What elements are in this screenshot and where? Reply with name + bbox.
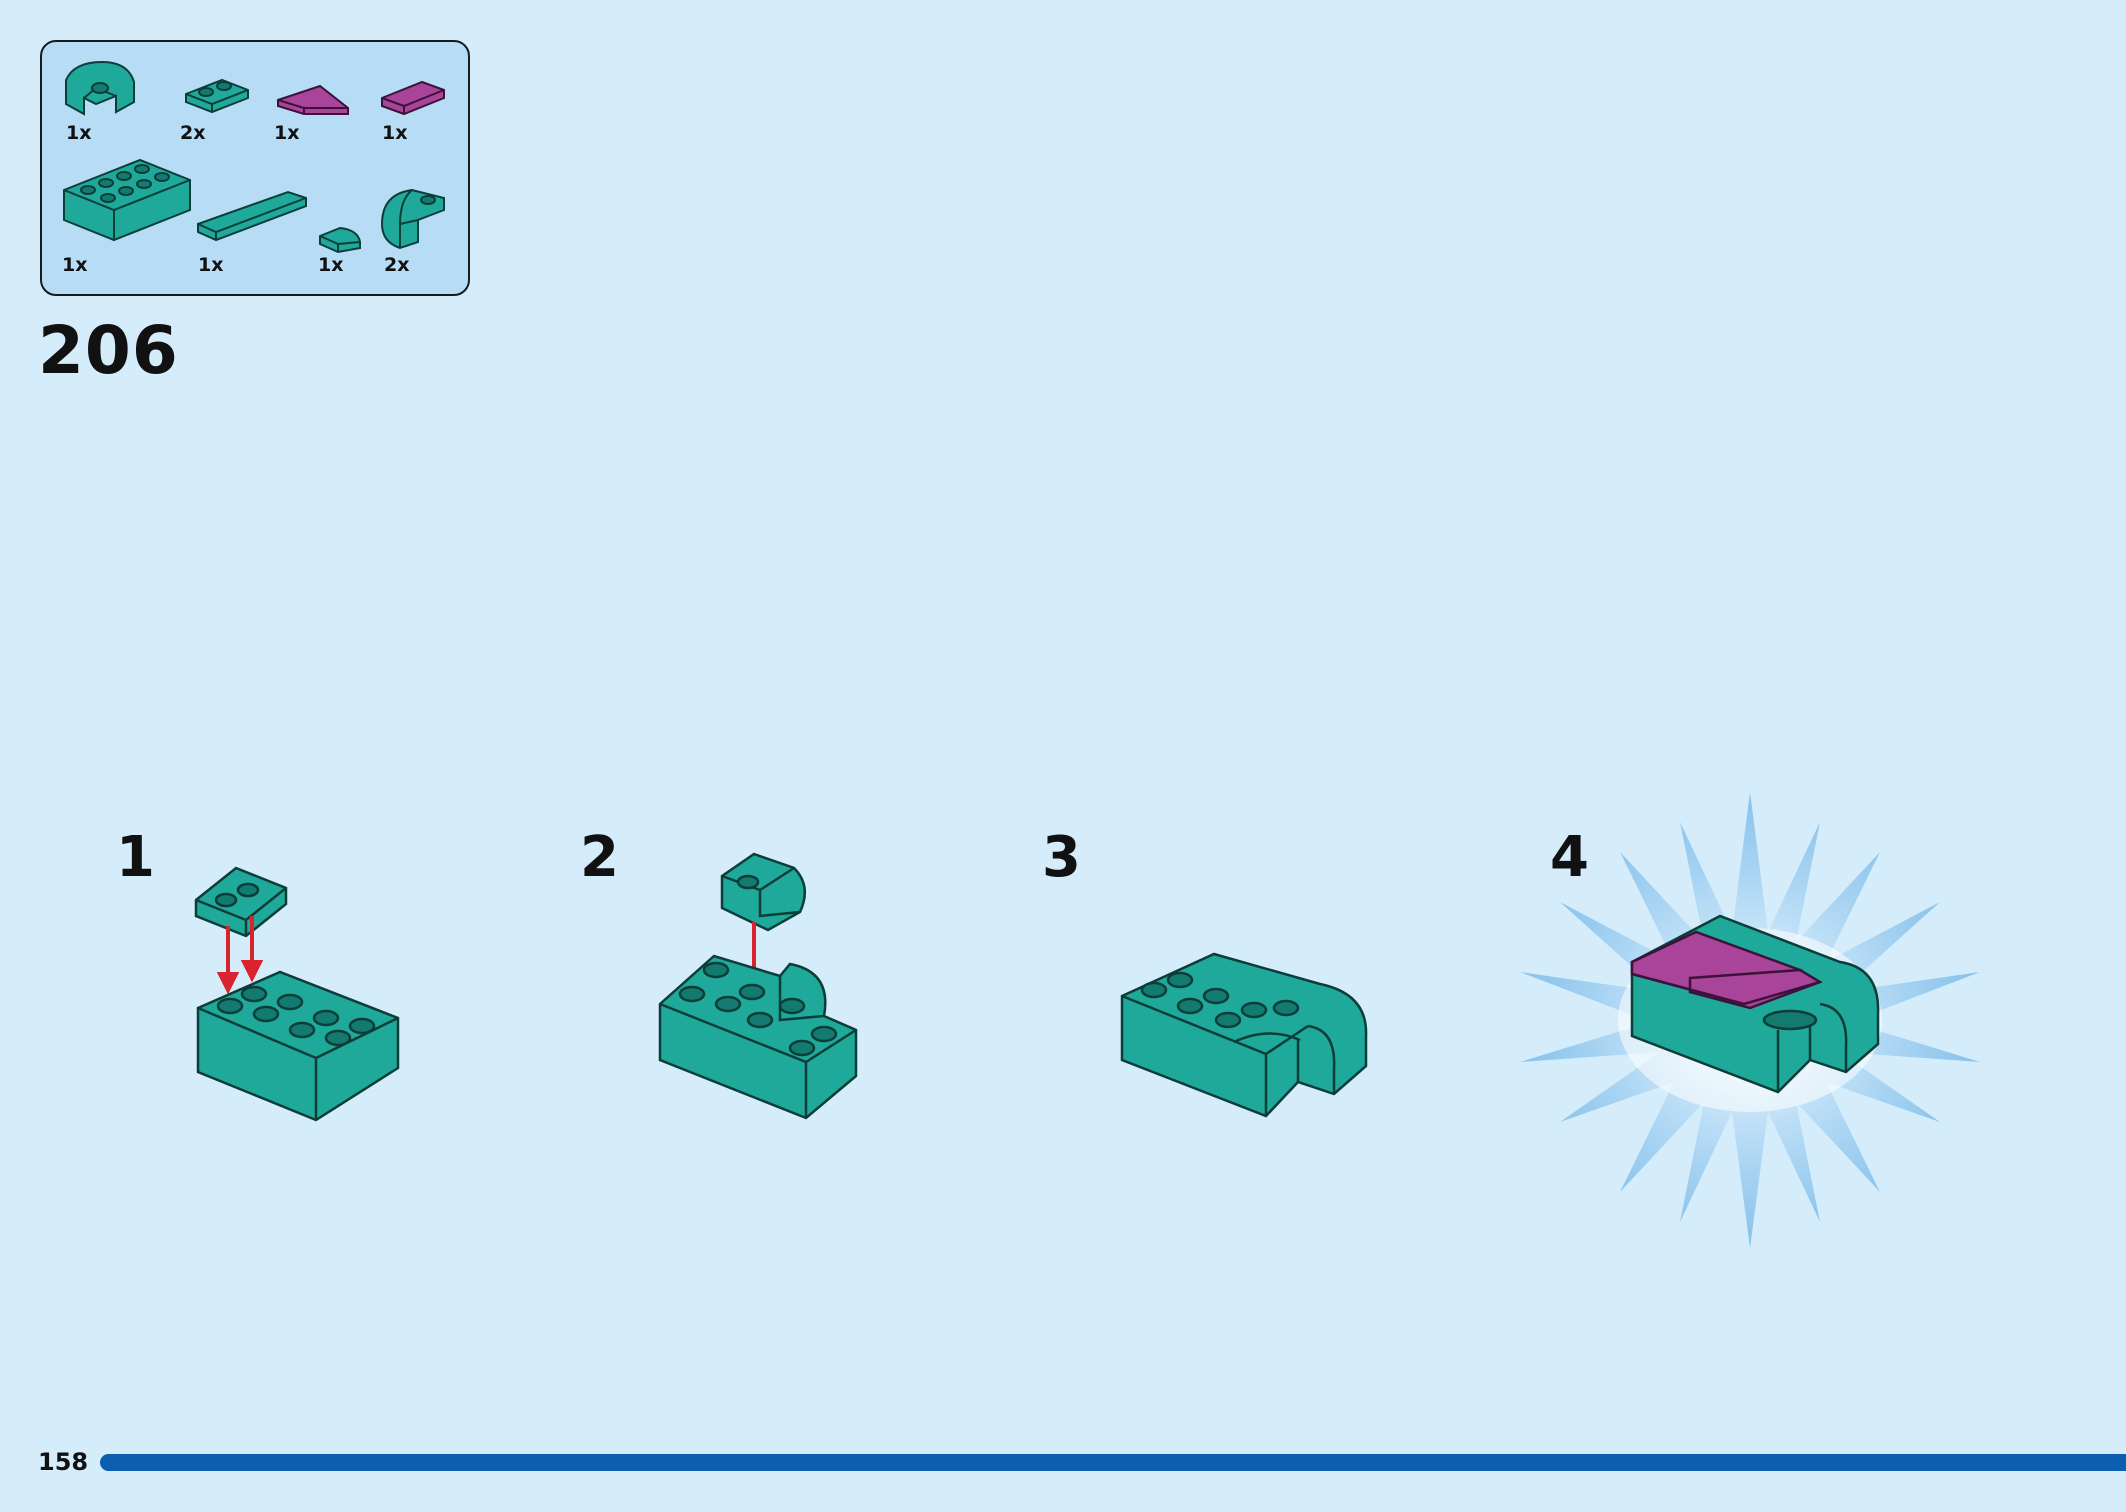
part-qty: 1x: [382, 122, 408, 144]
substep-2-illustration: [658, 852, 858, 1120]
part-qty: 1x: [66, 122, 92, 144]
part-qty: 1x: [62, 254, 88, 276]
part-qty: 2x: [180, 122, 206, 144]
substep-3-illustration: [1120, 952, 1368, 1118]
step-number: 206: [38, 312, 179, 389]
substep-1-illustration: [194, 866, 400, 1122]
part-qty: 1x: [318, 254, 344, 276]
substep-number-2: 2: [580, 825, 619, 890]
tile-1x6-part: [197, 190, 307, 242]
plate-1x2-part: [185, 78, 249, 114]
substep-number-3: 3: [1042, 825, 1081, 890]
curved-slope-bracket-part: [65, 60, 135, 116]
substep-4-illustration: [1520, 792, 1980, 1248]
part-qty: 1x: [274, 122, 300, 144]
part-qty: 2x: [384, 254, 410, 276]
brick-2x4-part: [63, 158, 191, 242]
substep-number-1: 1: [116, 825, 155, 890]
wedge-tile-part: [277, 84, 349, 115]
parts-list-panel: 1x 2x 1x 1x 1x 1x 1x: [40, 40, 470, 296]
progress-bar: [100, 1454, 2126, 1471]
substep-number-4: 4: [1550, 825, 1589, 890]
curved-slope-part: [380, 188, 445, 250]
tile-1x2-part: [381, 80, 445, 116]
part-qty: 1x: [198, 254, 224, 276]
page-number: 158: [38, 1448, 89, 1476]
tile-quarter-round-part: [319, 226, 361, 254]
